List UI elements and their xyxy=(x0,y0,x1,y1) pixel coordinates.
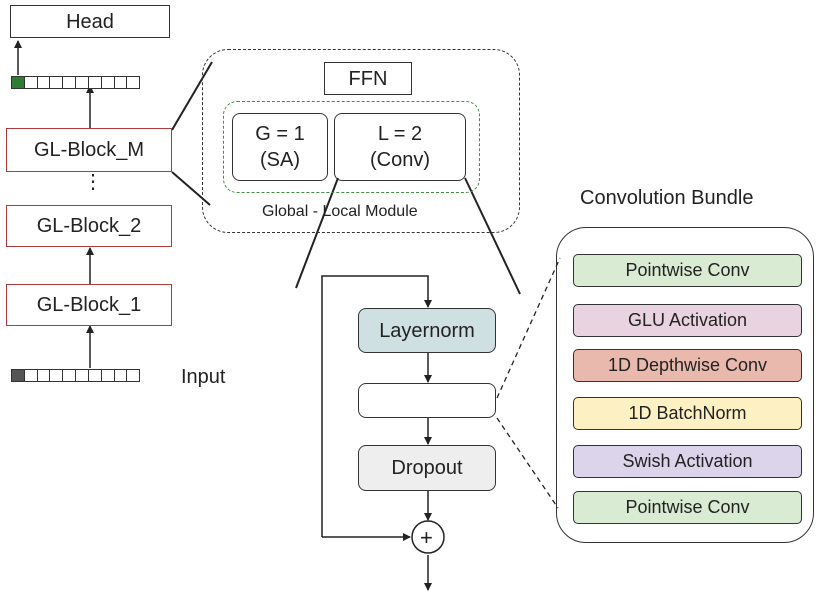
token-cell xyxy=(126,76,141,89)
layernorm-box: Layernorm xyxy=(358,308,496,353)
bundle-item: 1D Depthwise Conv xyxy=(573,349,802,382)
bundle-frame xyxy=(556,227,814,543)
global-sa-box: G = 1 (SA) xyxy=(232,113,328,181)
bundle-zoom-bottom xyxy=(496,417,559,509)
input-label: Input xyxy=(181,366,226,388)
input-token-row xyxy=(11,369,141,382)
conv-bundle-slot xyxy=(358,383,496,418)
local-line1: L = 2 xyxy=(377,123,423,145)
gl-module-frame xyxy=(202,49,520,233)
bundle-item: Pointwise Conv xyxy=(573,491,802,524)
flow-into-layernorm xyxy=(321,275,432,537)
global-line1: G = 1 xyxy=(255,123,305,145)
zoom-line-left xyxy=(295,177,339,289)
local-conv-box: L = 2 (Conv) xyxy=(334,113,466,181)
vertical-ellipsis: ⋮ xyxy=(83,171,103,193)
gl-block-2: GL-Block_2 xyxy=(6,205,172,247)
gl-block-1: GL-Block_1 xyxy=(6,284,172,326)
zoom-line-right xyxy=(464,177,521,295)
plus-circle xyxy=(411,520,445,554)
gl-block-m: GL-Block_M xyxy=(6,128,172,172)
zoom-line-bottom xyxy=(171,171,211,206)
plus-sign: + xyxy=(420,525,433,550)
bundle-item: GLU Activation xyxy=(573,304,802,337)
local-line2: (Conv) xyxy=(369,149,430,171)
token-cell xyxy=(126,369,141,382)
output-token-row xyxy=(11,76,141,89)
gl-inner-frame xyxy=(223,101,480,193)
bundle-item: Pointwise Conv xyxy=(573,254,802,287)
bundle-title: Convolution Bundle xyxy=(580,187,754,209)
gl-module-caption: Global - Local Module xyxy=(262,203,418,220)
bundle-item: Swish Activation xyxy=(573,445,802,478)
bundle-zoom-top xyxy=(496,257,561,399)
ffn-box: FFN xyxy=(324,62,412,95)
global-line2: (SA) xyxy=(260,149,300,171)
dropout-box: Dropout xyxy=(358,445,496,491)
bundle-item: 1D BatchNorm xyxy=(573,397,802,430)
head-box: Head xyxy=(10,5,170,38)
